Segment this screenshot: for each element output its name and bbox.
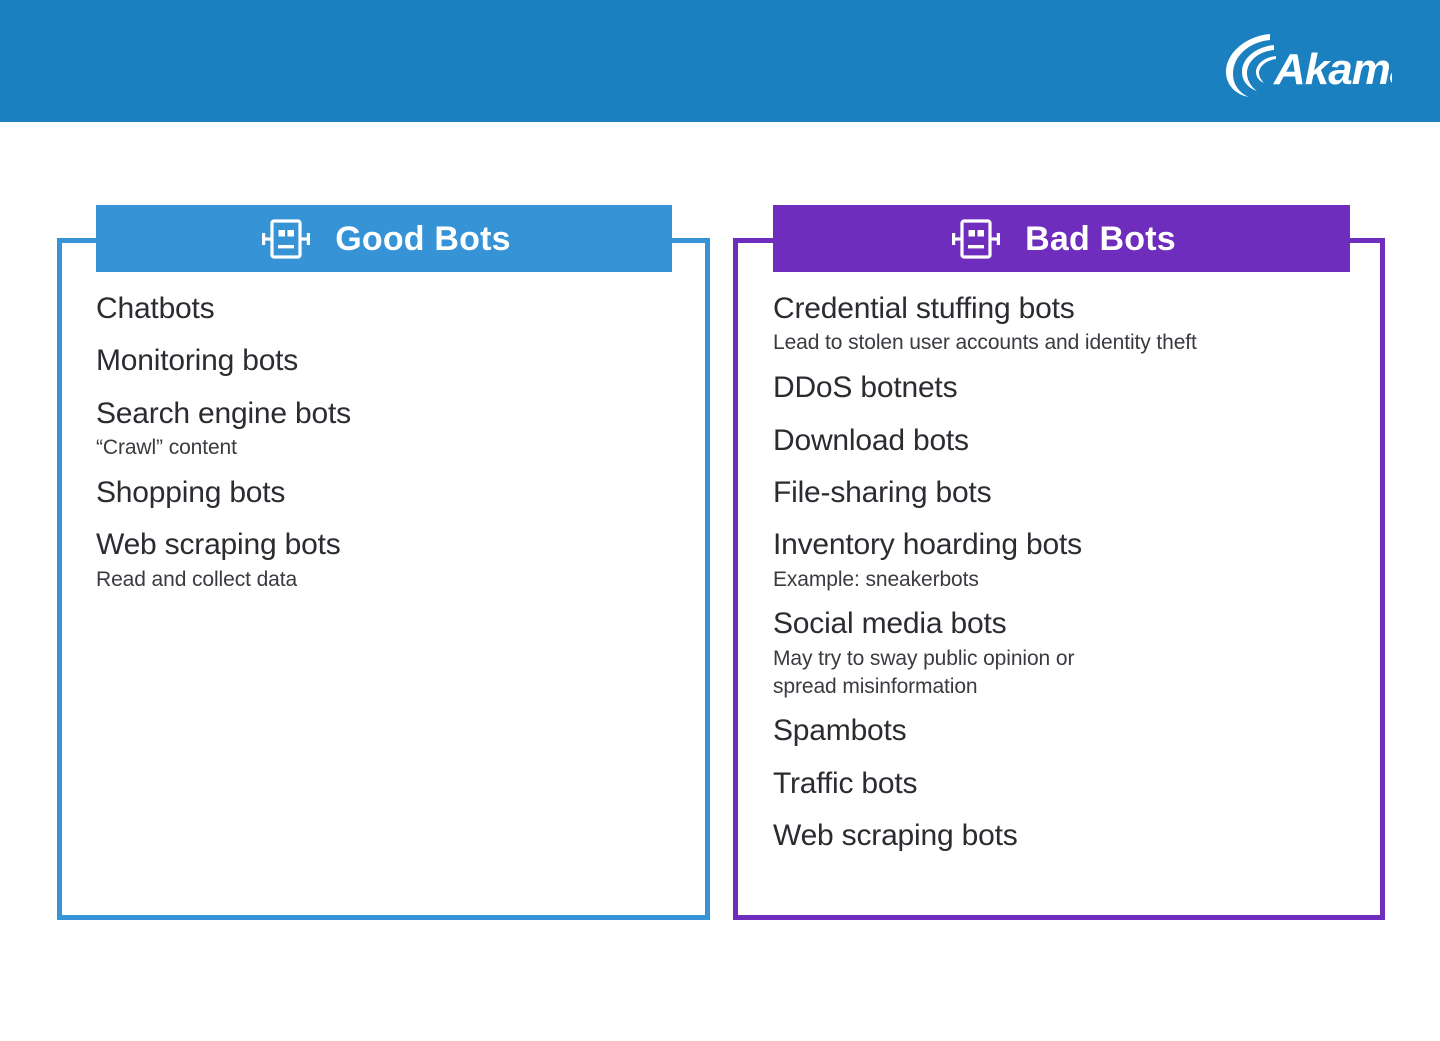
bot-type-label: Credential stuffing bots	[773, 292, 1075, 325]
list-item: File-sharing bots	[773, 474, 1373, 512]
robot-head-icon	[952, 218, 1001, 259]
list-item: Web scraping bots Read and collect data	[96, 526, 696, 593]
bot-type-label: Search engine bots	[96, 396, 351, 430]
list-item: Chatbots	[96, 290, 696, 328]
bot-type-sublabel: Lead to stolen user accounts and identit…	[773, 331, 1197, 355]
robot-head-icon	[262, 218, 311, 259]
bad-bots-title: Bad Bots	[1025, 219, 1176, 258]
good-bots-title: Good Bots	[335, 219, 511, 258]
list-item: Traffic bots	[773, 765, 1373, 803]
bad-bots-header: Bad Bots	[773, 205, 1350, 272]
bot-type-label: Inventory hoarding bots	[773, 528, 1082, 562]
bot-type-label: DDoS botnets	[773, 371, 958, 405]
bot-type-label: Monitoring bots	[96, 344, 299, 378]
top-banner: Akamai	[0, 0, 1440, 122]
bot-type-label: Web scraping bots	[96, 528, 341, 562]
list-item: Shopping bots	[96, 474, 696, 512]
list-item: Search engine bots “Crawl” content	[96, 395, 696, 462]
bot-type-sublabel: “Crawl” content	[96, 436, 237, 460]
bot-type-label: Chatbots	[96, 292, 215, 325]
bot-type-label: Traffic bots	[773, 766, 918, 800]
bot-type-label: Shopping bots	[96, 475, 286, 509]
list-item: Credential stuffing bots Lead to stolen …	[773, 290, 1373, 357]
akamai-logo: Akamai	[1212, 22, 1392, 102]
bot-type-label: Spambots	[773, 714, 907, 748]
good-bots-header: Good Bots	[96, 205, 672, 272]
good-bots-list: Chatbots Monitoring bots Search engine b…	[96, 290, 696, 605]
bot-type-label: Web scraping bots	[773, 819, 1018, 852]
list-item: Web scraping bots	[773, 817, 1373, 855]
svg-text:Akamai: Akamai	[1273, 45, 1392, 94]
bot-type-label: Social media bots	[773, 607, 1007, 641]
list-item: Download bots	[773, 422, 1373, 460]
list-item: Social media bots May try to sway public…	[773, 605, 1373, 700]
akamai-swoosh-logo-icon: Akamai	[1226, 34, 1392, 97]
list-item: Inventory hoarding bots Example: sneaker…	[773, 526, 1373, 593]
bot-type-sublabel: May try to sway public opinion or spread…	[773, 646, 1075, 698]
bot-type-sublabel: Read and collect data	[96, 567, 298, 591]
list-item: DDoS botnets	[773, 369, 1373, 407]
bad-bots-list: Credential stuffing bots Lead to stolen …	[773, 290, 1373, 855]
list-item: Spambots	[773, 712, 1373, 750]
bot-type-label: Download bots	[773, 423, 969, 457]
bot-type-sublabel: Example: sneakerbots	[773, 567, 979, 591]
list-item: Monitoring bots	[96, 342, 696, 380]
bot-type-label: File-sharing bots	[773, 475, 992, 509]
